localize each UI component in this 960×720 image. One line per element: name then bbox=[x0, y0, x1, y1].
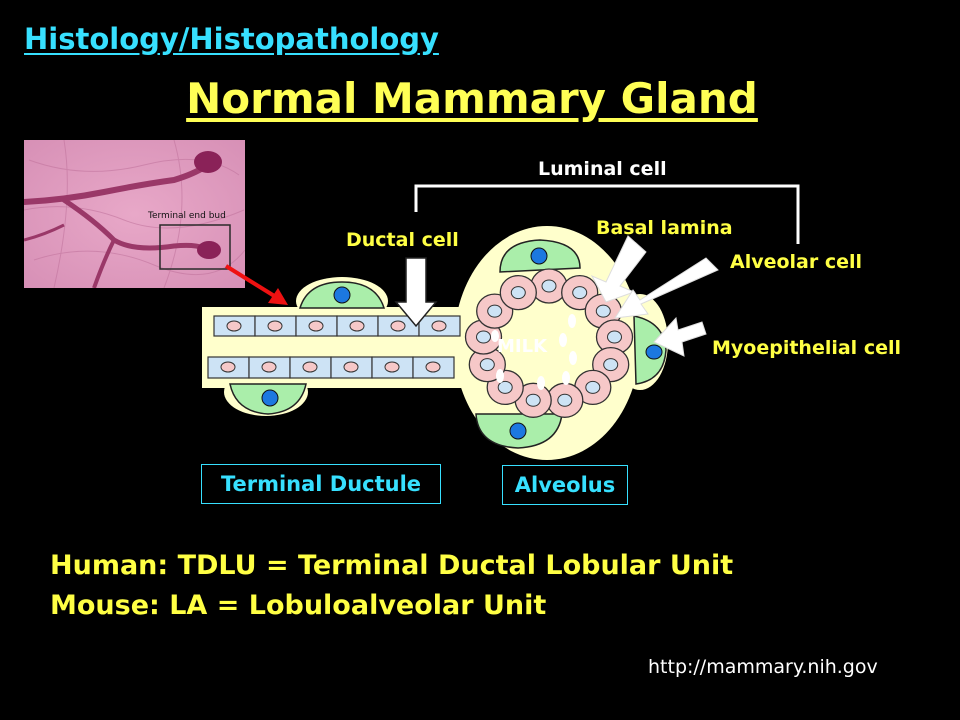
milk-droplets bbox=[491, 314, 577, 390]
nucleus bbox=[530, 247, 548, 265]
label-myoepithelial-cell: Myoepithelial cell bbox=[712, 337, 901, 359]
ductal-cells-bottom-row bbox=[207, 356, 455, 379]
alveolar-cell-nucleus bbox=[541, 279, 557, 293]
myoepithelial-cell-arrow-icon bbox=[653, 316, 707, 357]
alveolar-cell-nucleus bbox=[607, 330, 622, 344]
nucleus bbox=[509, 422, 527, 440]
nucleus bbox=[333, 286, 351, 304]
micrograph-caption: Terminal end bud bbox=[147, 211, 226, 221]
red-arrow-icon bbox=[224, 264, 278, 299]
note-mouse-la: Mouse: LA = Lobuloalveolar Unit bbox=[50, 590, 547, 621]
alveolar-cell-nucleus bbox=[595, 304, 611, 318]
alveolar-cell-nucleus bbox=[476, 330, 491, 344]
alveolar-cells-ring bbox=[464, 268, 634, 418]
red-arrow-head-icon bbox=[268, 288, 288, 305]
terminal-ductule-box: Terminal Ductule bbox=[201, 464, 441, 504]
alveolar-cell-nucleus bbox=[525, 393, 541, 407]
ductal-cell-arrow-icon bbox=[394, 257, 438, 328]
luminal-cell-bracket bbox=[414, 184, 800, 244]
alveolar-cell-nucleus bbox=[479, 358, 495, 372]
note-human-tdlu: Human: TDLU = Terminal Ductal Lobular Un… bbox=[50, 550, 734, 581]
alveolus-box: Alveolus bbox=[502, 465, 628, 505]
micrograph-terminal-end-bud: Terminal end bud bbox=[24, 140, 245, 288]
label-milk: MILK bbox=[497, 336, 548, 357]
basal-lamina-arrow-icon bbox=[590, 235, 647, 303]
section-title: Histology/Histopathology bbox=[24, 22, 439, 56]
nucleus bbox=[645, 344, 663, 360]
label-basal-lamina: Basal lamina bbox=[596, 217, 733, 239]
ductal-cells-top-row bbox=[213, 315, 461, 337]
alveolar-cell-nucleus bbox=[487, 304, 503, 318]
alveolar-cell-nucleus bbox=[603, 358, 619, 372]
alveolar-cell-nucleus bbox=[585, 380, 601, 394]
alveolar-cell-nucleus bbox=[510, 286, 526, 300]
label-luminal-cell: Luminal cell bbox=[538, 158, 667, 180]
alveolar-cell-nucleus bbox=[557, 393, 573, 407]
alveolar-cell-nucleus bbox=[572, 286, 588, 300]
micrograph-image: Terminal end bud bbox=[24, 140, 245, 288]
label-ductal-cell: Ductal cell bbox=[346, 229, 459, 251]
alveolar-cell-arrow-icon bbox=[614, 257, 719, 319]
page-title: Normal Mammary Gland bbox=[186, 74, 758, 123]
selection-rectangle bbox=[159, 224, 231, 270]
alveolar-cell-nucleus bbox=[497, 380, 513, 394]
source-url: http://mammary.nih.gov bbox=[648, 656, 878, 678]
nucleus bbox=[261, 389, 279, 407]
label-alveolar-cell: Alveolar cell bbox=[730, 251, 862, 273]
